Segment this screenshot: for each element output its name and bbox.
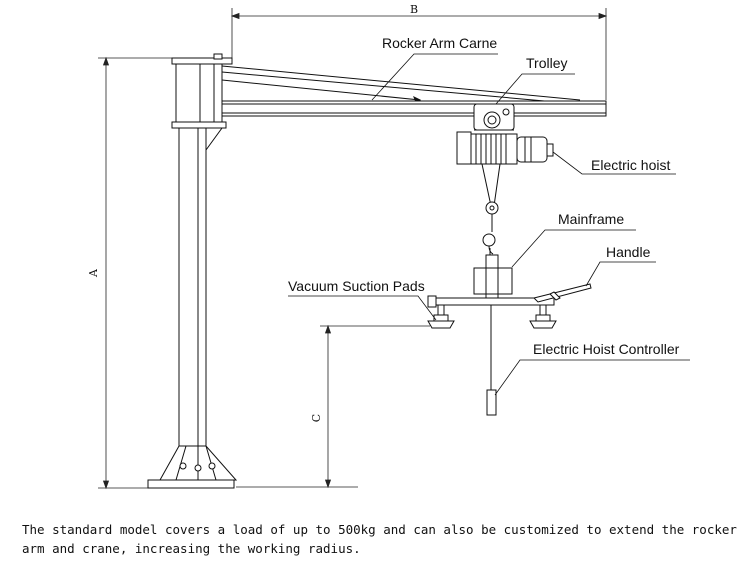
handle	[533, 283, 592, 303]
label-trolley: Trolley	[526, 55, 568, 71]
dimension-b	[230, 8, 608, 100]
mainframe	[473, 254, 513, 301]
hoist-controller	[486, 305, 497, 416]
electric-hoist	[456, 131, 554, 165]
dimension-c-label: C	[310, 414, 323, 422]
boom-beam	[221, 100, 607, 117]
label-vacuum-pads: Vacuum Suction Pads	[288, 278, 425, 294]
column	[171, 53, 233, 447]
column-base	[147, 445, 238, 489]
rocker-arm	[221, 65, 581, 105]
dimension-b-label: B	[410, 3, 418, 16]
label-handle: Handle	[606, 244, 651, 260]
leader-lines	[288, 53, 690, 396]
trolley	[473, 103, 515, 131]
vacuum-suction-pads	[427, 304, 557, 329]
label-mainframe: Mainframe	[558, 211, 624, 227]
label-controller: Electric Hoist Controller	[533, 341, 680, 357]
label-electric-hoist: Electric hoist	[591, 157, 670, 173]
dimension-c	[236, 324, 430, 489]
dimension-a	[98, 56, 176, 490]
hoist-chain	[481, 163, 501, 268]
label-rocker-arm: Rocker Arm Carne	[382, 35, 497, 51]
caption: The standard model covers a load of up t…	[22, 522, 737, 556]
dimension-a-label: A	[87, 268, 100, 278]
